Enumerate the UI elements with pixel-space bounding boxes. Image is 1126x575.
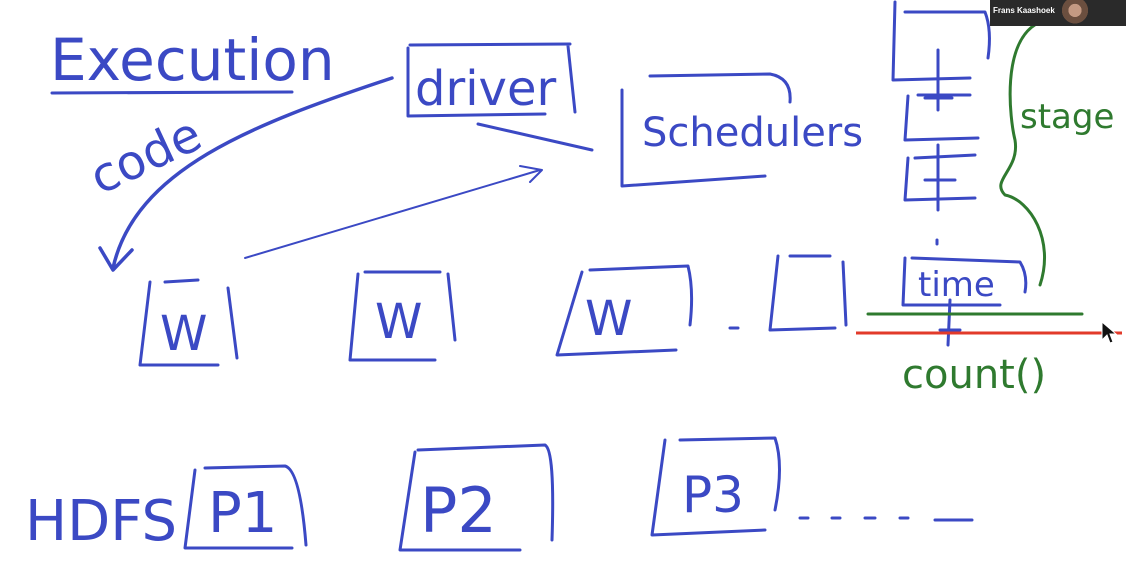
time-box	[901, 256, 1028, 307]
driver-label: driver	[415, 61, 556, 117]
code-arrow	[98, 76, 394, 272]
worker-box-2	[348, 270, 457, 362]
worker-box-3	[555, 264, 694, 357]
worker-box-4	[768, 254, 848, 332]
time-count-link	[938, 298, 962, 347]
participant-video-tile[interactable]: Frans Kaashoek	[990, 0, 1126, 26]
worker-scheduler-arrow	[244, 165, 543, 259]
title-text: Execution	[50, 26, 335, 94]
count-label: count()	[902, 352, 1046, 398]
partition-box-1	[183, 464, 308, 550]
trailing-dashes	[798, 516, 974, 522]
hdfs-label: HDFS	[25, 489, 177, 554]
partition-label-1: P1	[208, 481, 277, 546]
participant-video-feed	[1060, 0, 1090, 26]
worker-label-1: W	[160, 306, 207, 362]
stage-box-top	[891, 0, 991, 82]
stage-box-3	[903, 153, 977, 202]
schedulers-box	[620, 72, 792, 188]
participant-name: Frans Kaashoek	[993, 6, 1055, 15]
stage-label: stage	[1020, 97, 1114, 137]
partition-box-2	[398, 443, 555, 552]
driver-scheduler-link	[476, 122, 594, 152]
partition-label-3: P3	[682, 466, 744, 524]
partition-label-2: P2	[420, 474, 497, 547]
schedulers-label: Schedulers	[642, 110, 863, 156]
worker-label-2: W	[375, 294, 422, 350]
code-label: code	[81, 106, 210, 206]
worker-label-3: W	[585, 291, 632, 347]
partition-box-3	[650, 436, 781, 537]
mouse-cursor-icon	[1101, 321, 1117, 344]
time-label: time	[918, 265, 995, 305]
title-underline	[50, 90, 294, 95]
stage-box-2	[903, 93, 980, 142]
stage-brace	[999, 20, 1046, 287]
worker-box-1	[138, 278, 239, 367]
stage-link-1	[923, 48, 954, 112]
driver-box	[406, 42, 577, 118]
